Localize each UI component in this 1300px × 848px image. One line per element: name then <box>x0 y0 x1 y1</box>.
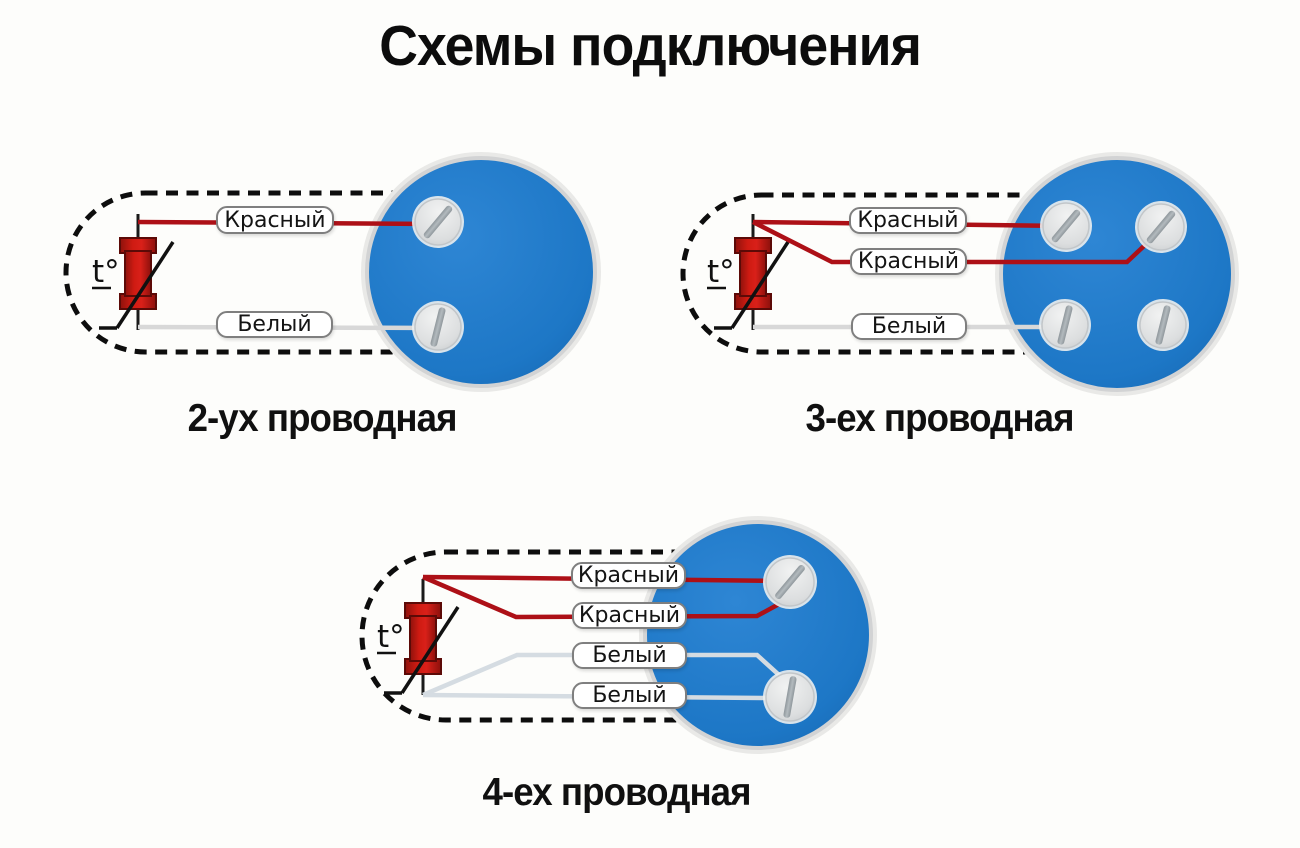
caption-text: 3-ех проводная <box>805 397 1075 440</box>
caption-4-wire: 4-ех проводная <box>367 771 867 815</box>
terminal-head-shadow <box>639 516 877 754</box>
caption-2-wire: 2-ух проводная <box>72 397 572 441</box>
wire-label-red: Красный <box>571 562 686 589</box>
wire-label-white: Белый <box>572 682 687 709</box>
caption-text: 4-ех проводная <box>482 771 752 814</box>
thermistor-icon <box>90 212 175 332</box>
caption-3-wire: 3-ех проводная <box>690 397 1190 441</box>
screw-icon <box>1137 299 1189 351</box>
caption-text: 2-ух проводная <box>187 397 458 440</box>
wire-label-red: Красный <box>849 207 967 234</box>
screw-icon <box>412 196 464 248</box>
wire-label-red: Красный <box>216 206 334 234</box>
terminal-head-shadow <box>995 152 1239 396</box>
page-title-text: Схемы подключения <box>379 14 922 78</box>
wire-label-red: Красный <box>572 602 687 629</box>
wire-label-white: Белый <box>851 313 967 340</box>
terminal-head-circle <box>999 156 1235 392</box>
diagram-3-wire <box>680 152 1239 396</box>
terminal-head-shadow <box>361 152 601 392</box>
dashed-cable-sheath-outline <box>680 192 1123 355</box>
screw-icon <box>1040 200 1092 252</box>
thermistor-icon <box>375 577 460 697</box>
diagram-2-wire <box>63 152 601 392</box>
diagram-4-wire <box>359 516 877 754</box>
screw-icon <box>412 301 464 353</box>
screw-icon <box>763 555 817 609</box>
screw-icon <box>763 670 817 724</box>
screw-icon <box>1135 201 1187 253</box>
page-title: Схемы подключения <box>0 14 1300 80</box>
terminal-head-circle <box>365 156 597 388</box>
wire-label-white: Белый <box>572 642 687 669</box>
wire-label-white: Белый <box>216 311 333 338</box>
terminal-head-circle <box>643 520 873 750</box>
screw-icon <box>1039 299 1091 351</box>
wire-label-red: Красный <box>850 248 967 275</box>
